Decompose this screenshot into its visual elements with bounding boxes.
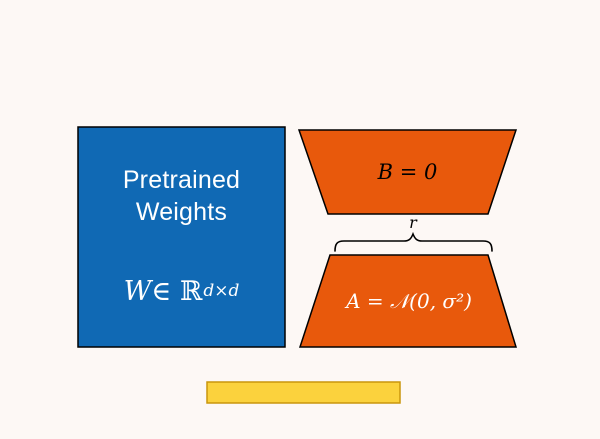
bottom-bar bbox=[206, 381, 401, 404]
pretrained-weights-box bbox=[77, 126, 286, 348]
a-trapezoid bbox=[298, 254, 518, 348]
b-trapezoid bbox=[297, 129, 518, 215]
rank-brace-icon bbox=[334, 231, 493, 252]
